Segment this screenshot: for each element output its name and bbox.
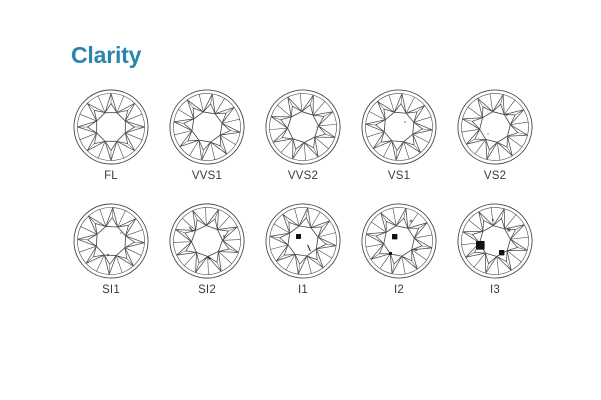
page-title: Clarity xyxy=(71,42,142,68)
clarity-grade-label: I2 xyxy=(394,284,404,296)
clarity-grade-vs1[interactable]: VS1 xyxy=(351,89,447,183)
clarity-grade-label: I3 xyxy=(490,284,500,296)
diamond-diagram-i2 xyxy=(361,203,437,279)
diamond-diagram-si1 xyxy=(73,203,149,279)
clarity-grade-i1[interactable]: I1 xyxy=(255,203,351,297)
clarity-grade-i3[interactable]: I3 xyxy=(447,203,543,297)
clarity-grade-label: VS2 xyxy=(483,170,507,182)
clarity-grade-label: VVS1 xyxy=(191,170,223,182)
diamond-diagram-vs1 xyxy=(361,89,437,165)
clarity-grade-label: I1 xyxy=(298,284,308,296)
clarity-grade-vvs1[interactable]: VVS1 xyxy=(159,89,255,183)
clarity-grade-label: FL xyxy=(104,170,118,182)
clarity-grade-vvs2[interactable]: VVS2 xyxy=(255,89,351,183)
clarity-grade-i2[interactable]: I2 xyxy=(351,203,447,297)
clarity-grade-label: VVS2 xyxy=(287,170,319,182)
diamond-diagram-i3 xyxy=(457,203,533,279)
diamond-diagram-vvs1 xyxy=(169,89,245,165)
diamond-diagram-vvs2 xyxy=(265,89,341,165)
clarity-grade-si2[interactable]: SI2 xyxy=(159,203,255,297)
diamond-diagram-si2 xyxy=(169,203,245,279)
diamond-diagram-vs2 xyxy=(457,89,533,165)
diamond-diagram-fl xyxy=(73,89,149,165)
clarity-grade-label: SI1 xyxy=(102,284,120,296)
clarity-grade-label: SI2 xyxy=(198,284,216,296)
clarity-grade-si1[interactable]: SI1 xyxy=(63,203,159,297)
clarity-grade-vs2[interactable]: VS2 xyxy=(447,89,543,183)
clarity-grade-fl[interactable]: FL xyxy=(63,89,159,183)
clarity-grade-label: VS1 xyxy=(387,170,411,182)
diamond-diagram-i1 xyxy=(265,203,341,279)
